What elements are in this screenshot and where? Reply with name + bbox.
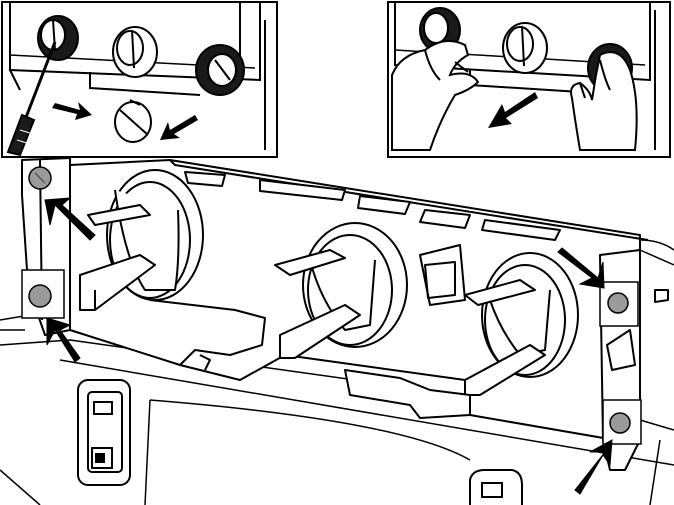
knob-icon: [195, 44, 245, 96]
arrow-icon: [574, 439, 613, 495]
hand-icon: [391, 40, 480, 151]
knob-icon: [114, 99, 152, 143]
screwdriver-icon: [6, 41, 57, 157]
screws: [21, 166, 642, 445]
arrow-icon: [44, 197, 96, 241]
opening-left: [79, 169, 204, 311]
arrow-icon: [46, 317, 81, 363]
knob-icon: [112, 26, 158, 78]
opening-right: [464, 252, 579, 396]
screw-icon: [599, 281, 639, 327]
arrow-icon: [488, 92, 538, 128]
screw-icon: [21, 269, 65, 319]
inset-right: [387, 1, 671, 158]
screw-icon: [28, 166, 52, 190]
knob-icon: [502, 22, 548, 74]
arrow-icon: [160, 115, 198, 140]
arrow-icon: [52, 102, 92, 120]
arrows-main: [44, 197, 613, 495]
opening-middle: [274, 222, 408, 359]
screw-icon: [602, 399, 642, 445]
switch-icon: [469, 469, 523, 505]
inset-left: [1, 1, 278, 158]
switch-icon: [77, 379, 131, 486]
switches: [77, 379, 523, 505]
arrow-icon: [557, 247, 605, 289]
knob-icon: [37, 15, 79, 61]
hand-icon: [570, 51, 638, 151]
